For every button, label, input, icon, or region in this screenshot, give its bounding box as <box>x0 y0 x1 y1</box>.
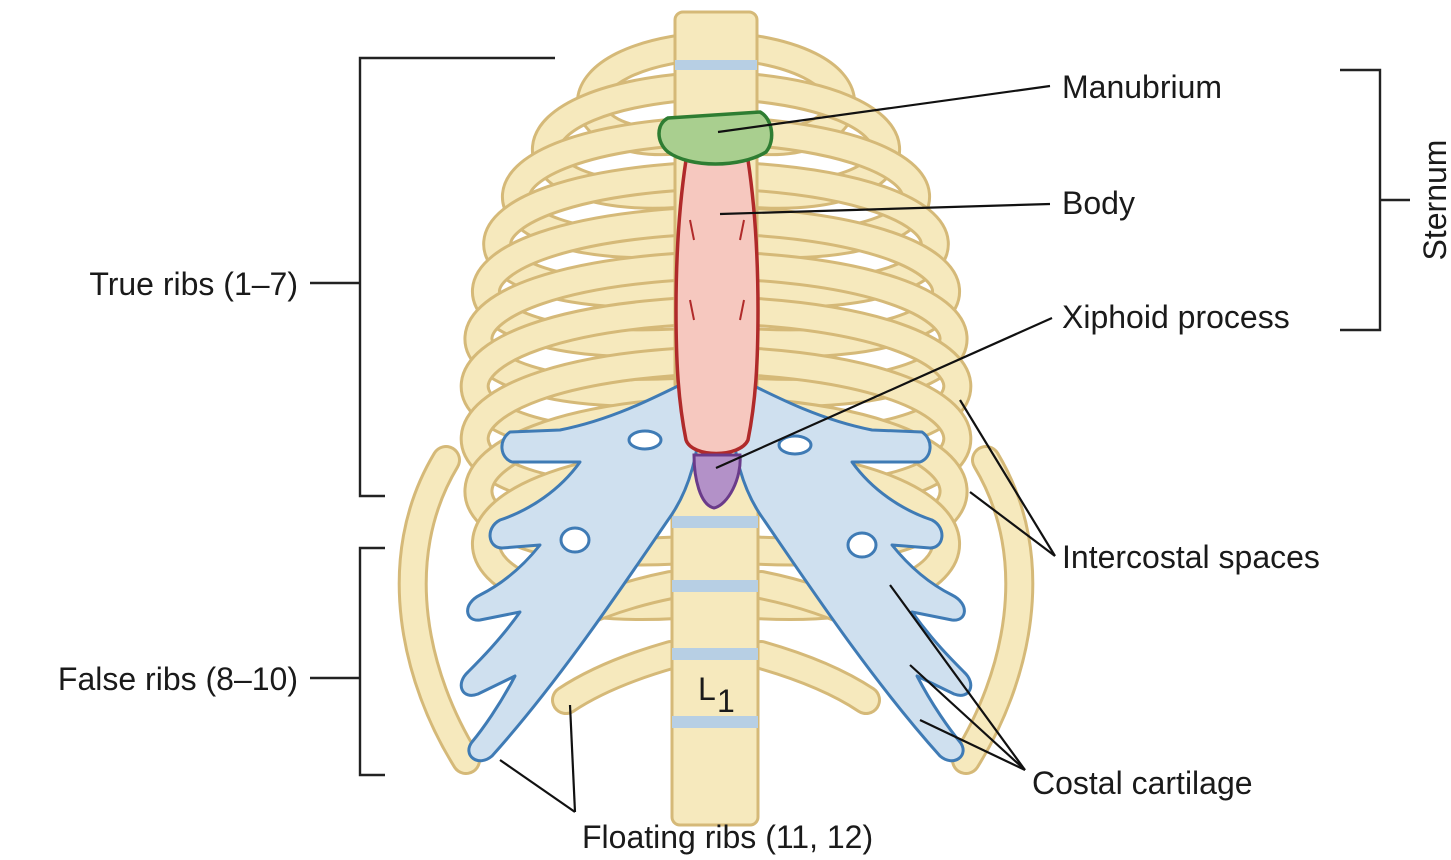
intervertebral-disc <box>672 648 758 660</box>
bracket-false-ribs <box>310 548 385 775</box>
intervertebral-disc <box>672 580 758 592</box>
rib <box>566 655 671 700</box>
vertebra-label: L <box>698 671 716 707</box>
cartilage-gap <box>629 431 661 449</box>
label-costal: Costal cartilage <box>1032 765 1253 801</box>
label-sternum: Sternum <box>1417 140 1451 261</box>
label-xiphoid: Xiphoid process <box>1062 299 1290 335</box>
label-floating: Floating ribs (11, 12) <box>582 819 873 855</box>
bracket-sternum <box>1340 70 1410 330</box>
leader-floating-2 <box>570 705 575 812</box>
rib <box>761 655 866 700</box>
manubrium-shape <box>659 112 772 164</box>
leader-floating-1 <box>500 760 575 812</box>
intervertebral-disc <box>675 60 757 70</box>
intervertebral-disc <box>672 516 758 528</box>
label-true-ribs: True ribs (1–7) <box>89 266 298 302</box>
intervertebral-disc <box>672 716 758 728</box>
label-intercostal: Intercostal spaces <box>1062 539 1320 575</box>
sternum-body <box>676 160 758 454</box>
label-false-ribs: False ribs (8–10) <box>58 661 298 697</box>
cartilage-gap <box>848 533 876 557</box>
vertebra-subscript: 1 <box>717 683 735 719</box>
label-manubrium: Manubrium <box>1062 69 1222 105</box>
label-body: Body <box>1062 185 1135 221</box>
cartilage-gap <box>561 528 589 552</box>
